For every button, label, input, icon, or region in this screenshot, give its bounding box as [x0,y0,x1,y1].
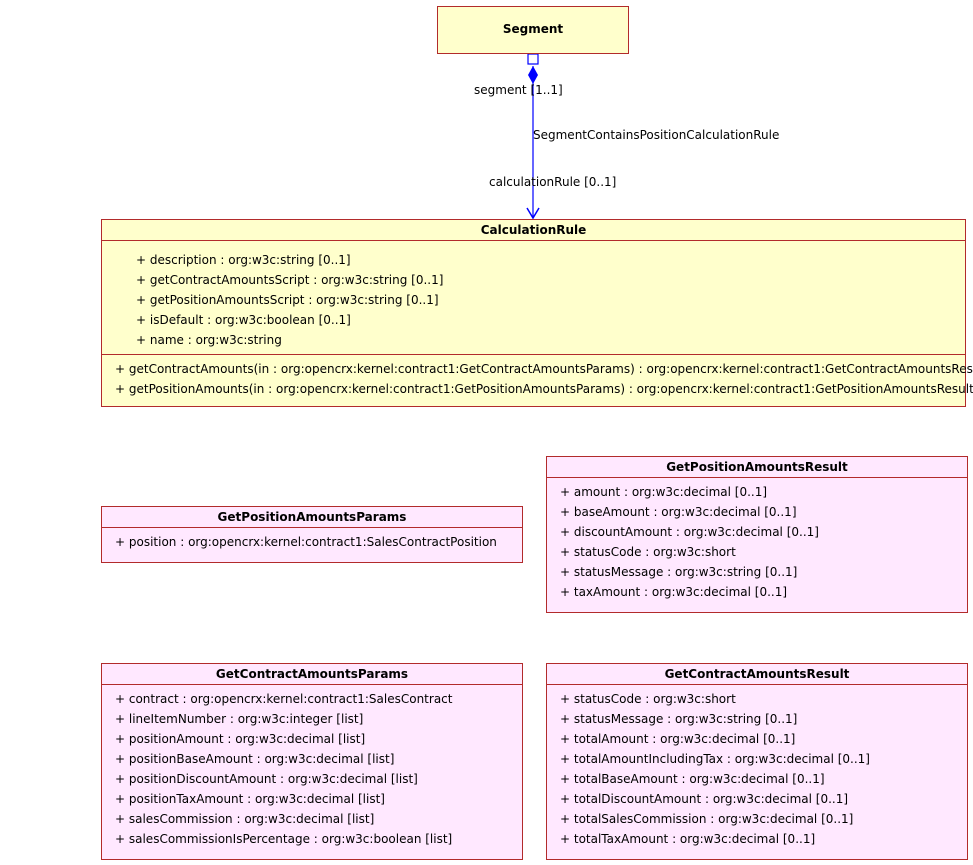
class-get-contract-amounts-params[interactable]: GetContractAmountsParams + contract : or… [101,663,523,860]
class-calculation-rule[interactable]: CalculationRule + description : org:w3c:… [101,219,973,407]
attributes-section: + position : org:opencrx:kernel:contract… [102,528,522,556]
class-title: Segment [502,22,564,36]
attribute-row: + positionAmount : org:w3c:decimal [list… [115,732,366,746]
attribute-row: + positionBaseAmount : org:w3c:decimal [… [115,752,395,766]
attribute-row: + totalAmount : org:w3c:decimal [0..1] [560,732,796,746]
attribute-row: + getContractAmountsScript : org:w3c:str… [136,273,444,287]
class-title: CalculationRule [102,220,965,241]
association-name-label: SegmentContainsPositionCalculationRule [533,128,780,142]
attribute-row: + statusCode : org:w3c:short [560,545,736,559]
attribute-row: + totalDiscountAmount : org:w3c:decimal … [560,792,849,806]
class-title: GetPositionAmountsResult [547,457,967,478]
attributes-section: + description : org:w3c:string [0..1] + … [102,241,965,354]
attributes-section: + statusCode : org:w3c:short + statusMes… [547,685,967,853]
attribute-row: + contract : org:opencrx:kernel:contract… [115,692,453,706]
attributes-section: + contract : org:opencrx:kernel:contract… [102,685,522,853]
attribute-row: + totalTaxAmount : org:w3c:decimal [0..1… [560,832,816,846]
attributes-section: + amount : org:w3c:decimal [0..1] + base… [547,478,967,606]
class-title: GetContractAmountsResult [547,664,967,685]
attribute-row: + amount : org:w3c:decimal [0..1] [560,485,768,499]
target-role-label: calculationRule [0..1] [489,175,617,189]
attribute-row: + totalBaseAmount : org:w3c:decimal [0..… [560,772,825,786]
attribute-row: + taxAmount : org:w3c:decimal [0..1] [560,585,788,599]
attribute-row: + statusCode : org:w3c:short [560,692,736,706]
attribute-row: + description : org:w3c:string [0..1] [136,253,351,267]
navigability-arrow-icon [526,207,540,220]
attribute-row: + totalSalesCommission : org:w3c:decimal… [560,812,854,826]
attribute-row: + name : org:w3c:string [136,333,282,347]
attribute-row: + discountAmount : org:w3c:decimal [0..1… [560,525,819,539]
class-title: GetPositionAmountsParams [102,507,522,528]
class-segment[interactable]: Segment [437,6,629,54]
attribute-row: + baseAmount : org:w3c:decimal [0..1] [560,505,797,519]
class-get-position-amounts-params[interactable]: GetPositionAmountsParams + position : or… [101,506,523,563]
operation-row: + getContractAmounts(in : org:opencrx:ke… [115,362,973,376]
attribute-row: + salesCommissionIsPercentage : org:w3c:… [115,832,453,846]
attribute-row: + position : org:opencrx:kernel:contract… [115,535,497,549]
attribute-row: + positionDiscountAmount : org:w3c:decim… [115,772,418,786]
attribute-row: + salesCommission : org:w3c:decimal [lis… [115,812,375,826]
attribute-row: + statusMessage : org:w3c:string [0..1] [560,565,798,579]
attribute-row: + positionTaxAmount : org:w3c:decimal [l… [115,792,385,806]
operations-section: + getContractAmounts(in : org:opencrx:ke… [102,354,973,403]
attribute-row: + getPositionAmountsScript : org:w3c:str… [136,293,439,307]
class-get-position-amounts-result[interactable]: GetPositionAmountsResult + amount : org:… [546,456,968,613]
operation-row: + getPositionAmounts(in : org:opencrx:ke… [115,382,973,396]
composition-diamond-icon [528,66,538,84]
attribute-row: + isDefault : org:w3c:boolean [0..1] [136,313,351,327]
association-source-square [527,53,539,65]
class-title: GetContractAmountsParams [102,664,522,685]
attribute-row: + statusMessage : org:w3c:string [0..1] [560,712,798,726]
source-role-label: segment [1..1] [474,83,563,97]
class-get-contract-amounts-result[interactable]: GetContractAmountsResult + statusCode : … [546,663,968,860]
attribute-row: + totalAmountIncludingTax : org:w3c:deci… [560,752,870,766]
attribute-row: + lineItemNumber : org:w3c:integer [list… [115,712,364,726]
